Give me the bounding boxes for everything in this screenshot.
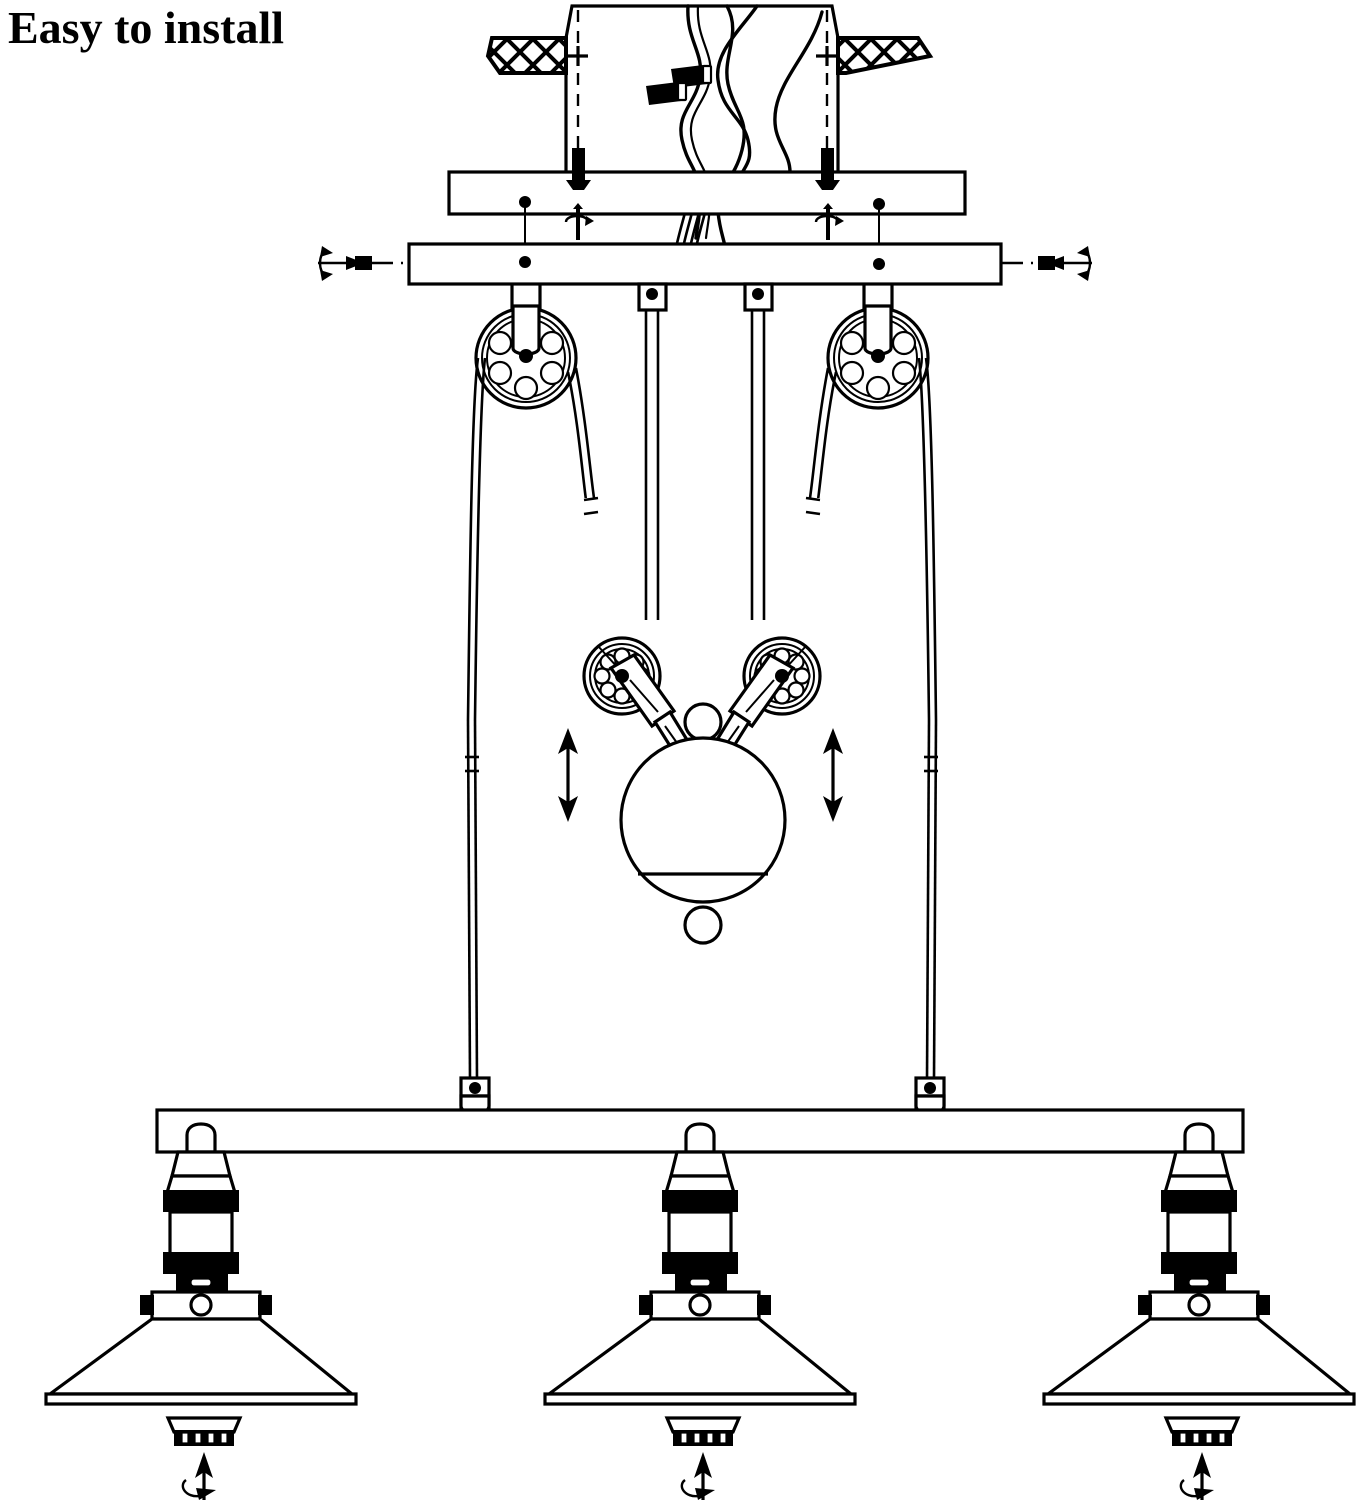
rotation-arrow-shade-center xyxy=(680,1452,715,1500)
shade-rim-center xyxy=(543,1392,857,1406)
rotation-arrow-shade-left xyxy=(181,1452,216,1500)
wire-b xyxy=(716,4,746,254)
ceiling-right xyxy=(836,36,934,75)
lamp-shade-left xyxy=(44,1290,358,1406)
shade-fixing-ring-center xyxy=(664,1416,742,1446)
shade-clamp-right-a xyxy=(1138,1295,1152,1315)
canopy-bar xyxy=(407,242,1003,286)
shade-rim-left xyxy=(44,1392,358,1406)
ceiling-assembly xyxy=(485,4,934,175)
rotation-arrow-shade-right xyxy=(1179,1452,1214,1500)
shade-clamp-center-a xyxy=(639,1295,653,1315)
lamp-socket-right xyxy=(1161,1150,1237,1308)
shade-fixing-ring-left xyxy=(165,1416,243,1446)
wire-nut-lower xyxy=(646,81,688,105)
page-title: Easy to install xyxy=(8,2,285,53)
center-rods xyxy=(637,282,774,620)
shade-clamp-center-b xyxy=(757,1295,771,1315)
mount-screw-left xyxy=(566,148,591,190)
ceiling-left xyxy=(485,36,568,75)
ceiling-mount-plate xyxy=(447,148,967,264)
up-down-arrow-left xyxy=(558,728,578,822)
lamp-shade-center xyxy=(543,1290,857,1406)
counterweight-bottom-knob xyxy=(683,905,723,945)
lamp-shade-right xyxy=(1042,1290,1356,1406)
center-rod-fitting-left xyxy=(637,282,668,312)
upper-pulley-right xyxy=(808,284,938,721)
screw-in-arrow-left xyxy=(318,246,409,281)
canopy-pivot-right xyxy=(873,258,885,270)
lamp-assembly-left xyxy=(44,1122,358,1500)
shade-center-hole-center xyxy=(688,1293,712,1317)
shade-center-hole-right xyxy=(1187,1293,1211,1317)
shade-rim-right xyxy=(1042,1392,1356,1406)
socket-stem-left xyxy=(185,1122,217,1154)
cable-bundle xyxy=(674,177,715,249)
lamp-assembly-center xyxy=(543,1122,857,1500)
socket-stem-right xyxy=(1183,1122,1215,1154)
shade-center-hole-left xyxy=(189,1293,213,1317)
wire-d xyxy=(773,10,824,180)
junction-box xyxy=(564,4,840,175)
shade-fixing-ring-right xyxy=(1163,1416,1241,1446)
socket-stem-center xyxy=(684,1122,716,1154)
mount-screw-right xyxy=(815,148,840,190)
lower-pulley-left xyxy=(582,636,695,760)
lower-pulley-right xyxy=(709,636,822,760)
screw-in-arrow-right xyxy=(1001,246,1092,281)
lamp-socket-left xyxy=(163,1150,239,1308)
lamp-socket-center xyxy=(662,1150,738,1308)
shade-clamp-left-b xyxy=(258,1295,272,1315)
suspension-rod-left xyxy=(459,719,491,1116)
lamp-assembly-right xyxy=(1042,1122,1356,1500)
shade-clamp-right-b xyxy=(1256,1295,1270,1315)
shade-clamp-left-a xyxy=(140,1295,154,1315)
counterweight-ball xyxy=(619,702,787,945)
up-down-arrow-right xyxy=(823,728,843,822)
center-rod-fitting-right xyxy=(743,282,774,312)
wire-c xyxy=(716,4,759,188)
counterweight-top-knob xyxy=(683,702,723,742)
upper-pulley-left xyxy=(466,284,596,721)
rotation-arrow-plate-left xyxy=(564,203,594,240)
canopy-pivot-left xyxy=(519,256,531,268)
rotation-arrow-plate-right xyxy=(814,203,844,240)
suspension-rod-right xyxy=(914,719,946,1116)
